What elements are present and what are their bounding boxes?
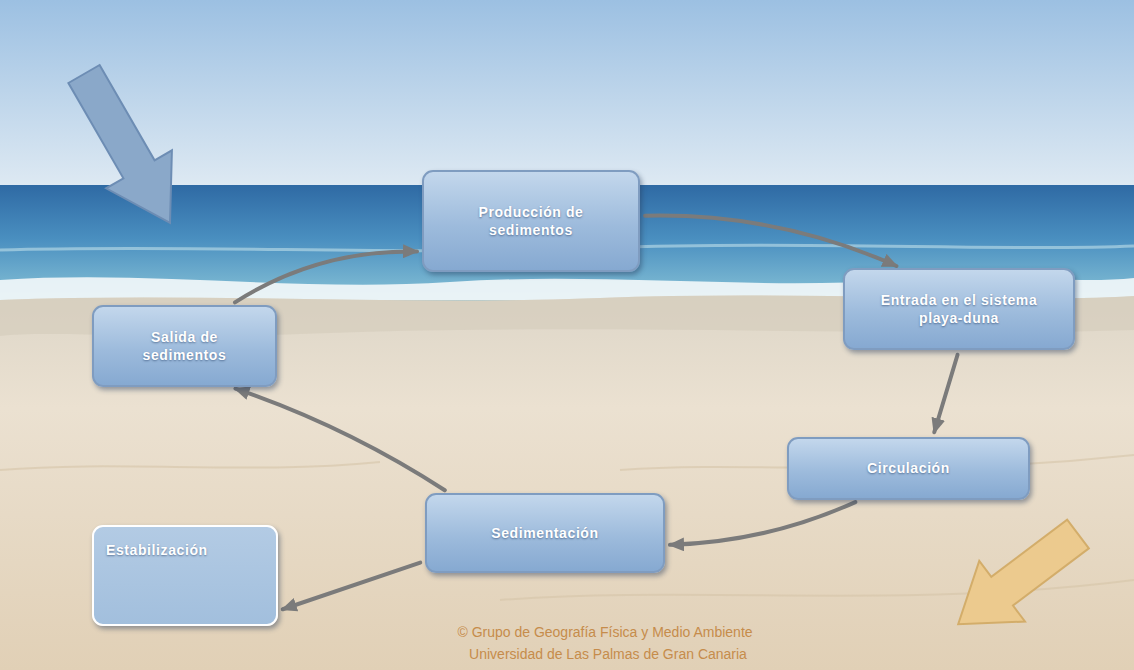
watermark: Universidad de Las Palmas de Gran Canari… bbox=[469, 646, 747, 662]
flow-arrow bbox=[934, 355, 957, 432]
wind-arrow bbox=[935, 504, 1101, 655]
process-box: Salida de sedimentos bbox=[92, 305, 277, 387]
process-box: Sedimentación bbox=[425, 493, 665, 573]
box-label: Estabilización bbox=[106, 541, 208, 559]
process-box: Circulación bbox=[787, 437, 1030, 500]
watermark: © Grupo de Geografía Física y Medio Ambi… bbox=[457, 624, 752, 640]
process-box: Estabilización bbox=[92, 525, 278, 626]
box-label: Entrada en el sistema playa-duna bbox=[859, 291, 1059, 327]
flow-arrow bbox=[283, 563, 421, 610]
box-label: Circulación bbox=[867, 459, 950, 477]
input-arrow bbox=[51, 55, 203, 242]
flow-arrow bbox=[235, 389, 444, 491]
flow-arrow bbox=[645, 216, 896, 266]
flow-arrow bbox=[235, 251, 417, 302]
process-box: Entrada en el sistema playa-duna bbox=[843, 268, 1075, 350]
process-box: Producción de sedimentos bbox=[422, 170, 640, 272]
box-label: Salida de sedimentos bbox=[125, 328, 245, 364]
box-label: Sedimentación bbox=[491, 524, 598, 542]
flow-arrow bbox=[670, 502, 855, 545]
box-label: Producción de sedimentos bbox=[446, 203, 616, 239]
